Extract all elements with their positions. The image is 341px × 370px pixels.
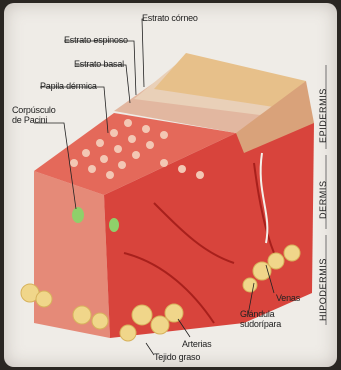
label-venas: Venas [276, 293, 300, 303]
diagram-card: Estrato córneo Estrato espinoso Estrato … [4, 3, 337, 367]
side-label-hipodermis: HIPODERMIS [318, 258, 328, 321]
label-papila-dermica: Papila dérmica [40, 81, 97, 91]
skin-diagram [4, 3, 337, 367]
label-corpusculo-1: Corpúsculo [12, 105, 56, 115]
label-estrato-basal: Estrato basal [74, 59, 124, 69]
label-glandula-1: Glándula [240, 309, 274, 319]
side-label-dermis: DERMIS [318, 180, 328, 219]
label-estrato-espinoso: Estrato espinoso [64, 35, 128, 45]
label-arterias: Arterias [182, 339, 211, 349]
side-label-epidermis: EPIDERMIS [318, 88, 328, 143]
label-tejido-graso: Tejido graso [154, 352, 200, 362]
label-estrato-corneo: Estrato córneo [142, 13, 198, 23]
label-glandula-2: sudorípara [240, 319, 281, 329]
label-corpusculo-2: de Pacini [12, 115, 47, 125]
